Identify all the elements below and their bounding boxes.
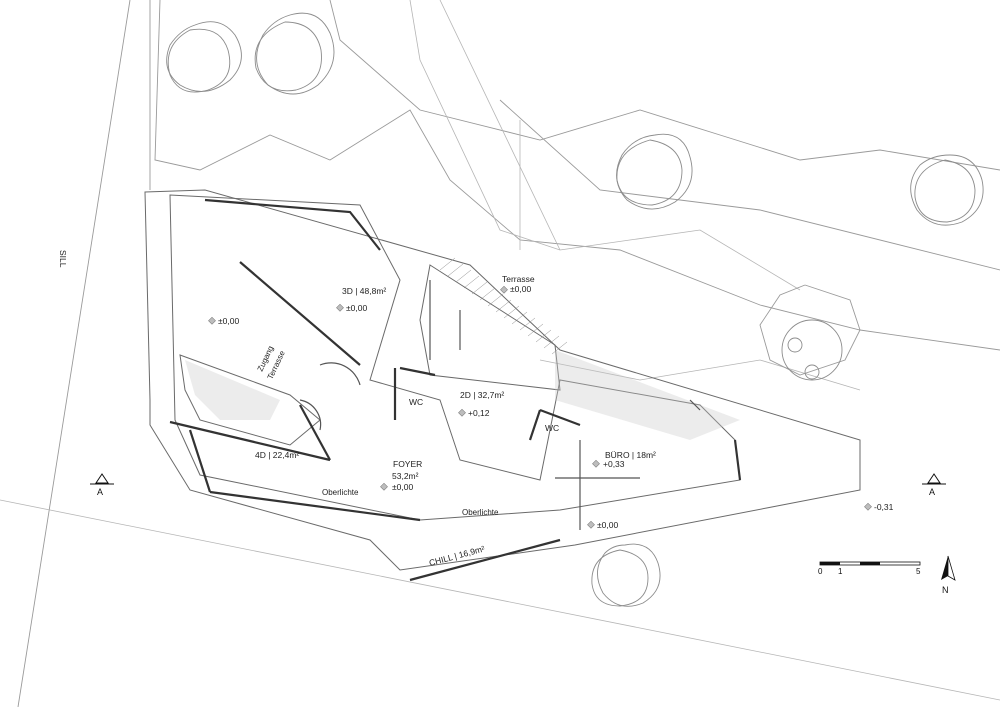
tree-icon xyxy=(787,337,803,353)
scale-tick-0: 0 xyxy=(818,567,823,576)
section-label-right: A xyxy=(929,487,935,497)
scale-bar: 0 1 5 xyxy=(818,561,921,576)
terrace-hatch xyxy=(439,257,568,355)
tree-icon xyxy=(167,28,231,93)
north-label: N xyxy=(942,585,949,595)
room-label-3d: 3D | 48,8m² xyxy=(342,286,386,296)
tree-icon xyxy=(256,12,335,95)
tree-icon xyxy=(616,133,693,210)
level-foyer: ±0,00 xyxy=(392,482,413,492)
label-oberlichte-2: Oberlichte xyxy=(462,508,499,517)
level-buero: +0,33 xyxy=(603,459,625,469)
north-arrow: N xyxy=(941,555,956,595)
tree-icon xyxy=(166,21,242,92)
tree-icon xyxy=(781,319,843,381)
level-south: ±0,00 xyxy=(597,520,618,530)
room-label-foyer: FOYER xyxy=(393,459,422,469)
section-markers: A A xyxy=(90,473,946,497)
trees xyxy=(166,12,984,607)
tree-icon xyxy=(910,154,984,226)
level-2d: +0,12 xyxy=(468,408,490,418)
room-label-wc-2: WC xyxy=(545,423,559,433)
room-area-foyer: 53,2m² xyxy=(392,471,419,481)
room-label-wc-1: WC xyxy=(409,397,423,407)
building-outline xyxy=(144,189,861,571)
scale-tick-1: 1 xyxy=(838,567,843,576)
level-marker-icon xyxy=(336,303,344,312)
walls xyxy=(169,198,742,582)
level-3d: ±0,00 xyxy=(346,303,367,313)
tree-icon xyxy=(597,543,661,607)
level-terrasse: ±0,00 xyxy=(510,284,531,294)
section-arrow-icon xyxy=(95,473,109,484)
room-label-terrasse: Terrasse xyxy=(502,274,535,284)
level-marker-icon xyxy=(864,502,872,511)
planted-areas xyxy=(185,350,740,440)
tree-icon xyxy=(616,139,683,206)
level-marker-icon xyxy=(458,408,466,417)
tree-icon xyxy=(914,159,976,223)
north-arrow-icon xyxy=(941,556,948,580)
tree-icon xyxy=(804,364,820,380)
door-swings xyxy=(299,362,361,431)
tree-icon xyxy=(254,21,322,92)
level-marker-icon xyxy=(500,285,508,294)
tree-icon xyxy=(591,549,649,607)
level-marker-icon xyxy=(587,520,595,529)
section-arrow-icon xyxy=(927,473,941,484)
room-label-2d: 2D | 32,7m² xyxy=(460,390,504,400)
room-label-chill: CHILL | 16,9m² xyxy=(428,543,486,567)
room-label-4d: 4D | 22,4m² xyxy=(255,450,299,460)
level-marker-icon xyxy=(380,482,388,491)
level-marker-icon xyxy=(208,316,216,325)
room-label-buero: BÜRO | 18m² xyxy=(605,450,656,460)
level-west: ±0,00 xyxy=(218,316,239,326)
room-labels: 3D | 48,8m² ±0,00 2D | 32,7m² +0,12 4D |… xyxy=(255,274,656,568)
section-label-left: A xyxy=(97,487,103,497)
scale-tick-5: 5 xyxy=(916,567,921,576)
street-label: SILL xyxy=(58,250,68,268)
level-marker-icon xyxy=(592,459,600,468)
level-east: -0,31 xyxy=(874,502,894,512)
label-oberlichte-1: Oberlichte xyxy=(322,488,359,497)
